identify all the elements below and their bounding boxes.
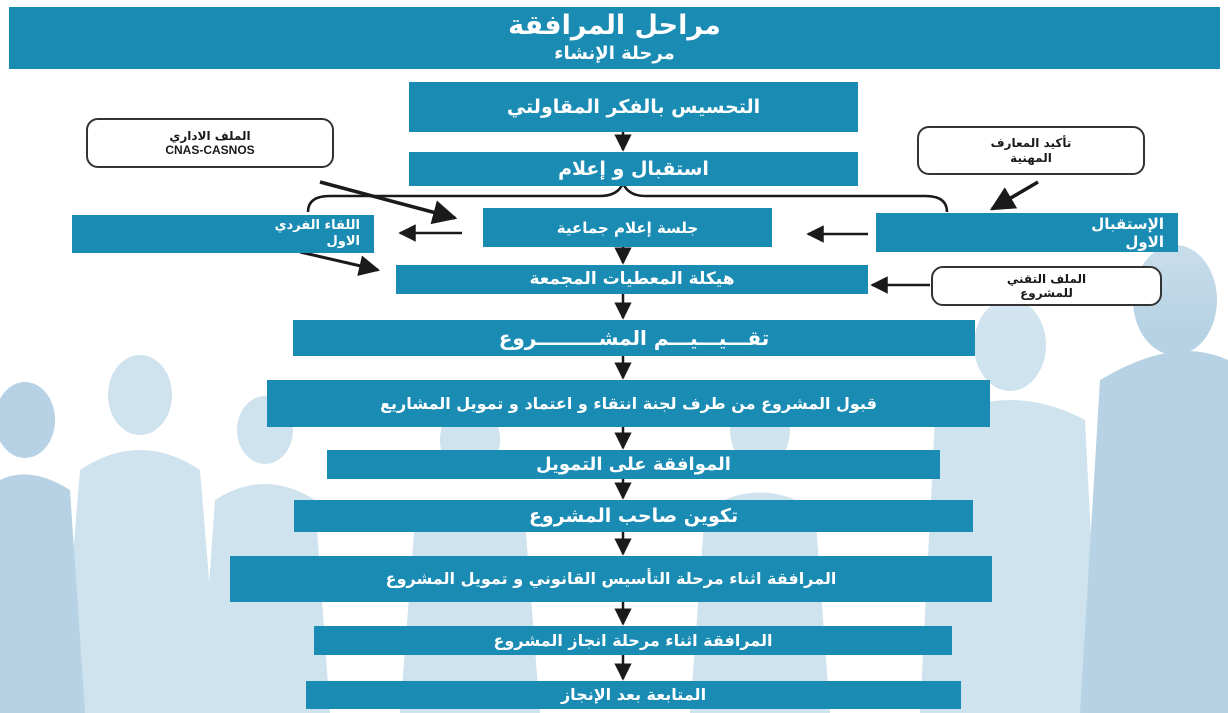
side-box-first-individual-meeting: اللقاء الفردي الاول: [72, 215, 374, 253]
note-knowledge-line1: تأكيد المعارف: [990, 136, 1072, 151]
note-technical-file: الملف التقني للمشروع: [931, 266, 1162, 306]
step-project-evaluation: تقـــيـــيـــم المشـــــــــروع: [293, 320, 975, 356]
step-legal-establishment-support: المرافقة اثناء مرحلة التأسيس القانوني و …: [230, 556, 992, 602]
note-knowledge-line2: المهنية: [1010, 150, 1052, 165]
step-financing-approval: الموافقة على التمويل: [327, 450, 940, 479]
step-group-info-session: جلسة إعلام جماعية: [483, 208, 772, 247]
note-admin-line2: CNAS-CASNOS: [165, 143, 255, 157]
step-post-completion-followup: المتابعة بعد الإنجاز: [306, 681, 961, 709]
step-data-structuring: هيكلة المعطيات المجمعة: [396, 265, 868, 294]
side-left-line1: اللقاء الفردي: [274, 218, 360, 234]
step-awareness: التحسيس بالفكر المقاولتي: [409, 82, 858, 132]
step-reception-information: استقبال و إعلام: [409, 152, 858, 186]
note-professional-knowledge: تأكيد المعارف المهنية: [917, 126, 1145, 175]
step-entrepreneur-training: تكوين صاحب المشروع: [294, 500, 973, 532]
note-administrative-file: الملف الاداري CNAS-CASNOS: [86, 118, 334, 168]
side-box-first-reception: الإستقبال الاول: [876, 213, 1178, 252]
side-left-line2: الاول: [326, 234, 361, 249]
step-committee-acceptance: قبول المشروع من طرف لجنة انتقاء و اعتماد…: [267, 380, 990, 427]
note-tech-line1: الملف التقني: [1006, 271, 1087, 286]
note-tech-line2: للمشروع: [1020, 286, 1073, 300]
page-subtitle: مرحلة الإنشاء: [554, 43, 675, 64]
arrow-left-to-s4: [299, 250, 381, 276]
page-title: مراحل المرافقة: [508, 10, 721, 41]
header-banner: مراحل المرافقة مرحلة الإنشاء: [9, 7, 1220, 69]
arrow-admin-to-s3: [319, 180, 458, 225]
side-right-line2: الاول: [1125, 232, 1164, 251]
note-admin-line1: الملف الاداري: [169, 128, 251, 143]
step-implementation-support: المرافقة اثناء مرحلة انجاز المشروع: [314, 626, 952, 655]
side-right-line1: الإستقبال: [1091, 214, 1164, 233]
arrow-knowledge-to-right: [989, 180, 1039, 211]
